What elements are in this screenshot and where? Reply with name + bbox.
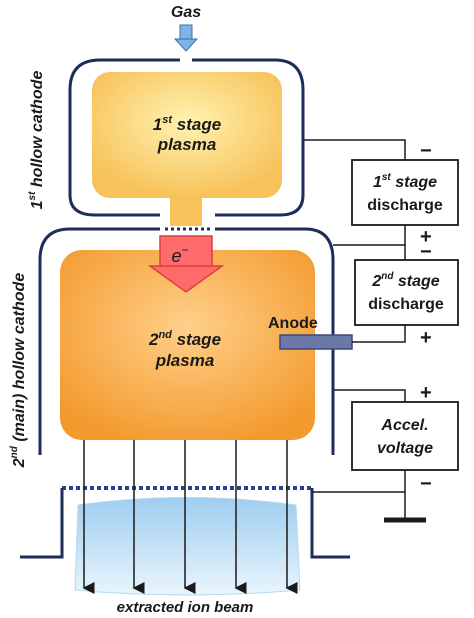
gas-arrow — [173, 24, 199, 52]
second-stage-discharge-label-2: discharge — [368, 296, 444, 313]
second-cathode-enclosure-left — [38, 227, 160, 455]
polarity-acc-top: + — [420, 382, 432, 404]
first-stage-plasma-label-2: plasma — [157, 135, 217, 154]
second-cathode-enclosure-right — [215, 227, 335, 455]
second-stage-plasma-label: 2nd stage — [148, 329, 221, 349]
second-stage-discharge-supply — [354, 259, 459, 326]
second-stage-discharge-label: 2nd stage — [371, 271, 439, 290]
extraction-chamber-right — [310, 488, 350, 559]
polarity-s2-top: − — [420, 241, 432, 263]
anode-label: Anode — [268, 315, 318, 332]
ion-beam — [74, 497, 301, 596]
anode-rod — [279, 334, 353, 350]
first-stage-plasma — [92, 72, 282, 198]
second-stage-plasma-label-2: plasma — [155, 351, 215, 370]
polarity-s1-bottom: + — [420, 226, 432, 248]
gas-label: Gas — [171, 4, 201, 21]
supply-wiring — [303, 139, 406, 520]
polarity-acc-bottom: − — [420, 473, 432, 495]
first-stage-discharge-supply — [351, 159, 459, 226]
polarity-s2-bottom: + — [420, 327, 432, 349]
second-cathode-label: 2nd (main) hollow cathode — [9, 273, 28, 469]
beam-arrows — [82, 440, 298, 594]
electron-label: e− — [171, 243, 188, 266]
extraction-chamber-left — [20, 488, 64, 559]
polarity-s1-top: − — [420, 140, 432, 162]
accel-voltage-label-2: voltage — [377, 440, 433, 457]
first-stage-discharge-label-2: discharge — [367, 197, 443, 214]
electron-arrow — [147, 235, 225, 293]
second-stage-plasma — [60, 250, 315, 440]
beam-label: extracted ion beam — [117, 599, 254, 616]
accel-voltage-label: Accel. — [380, 417, 428, 434]
plasma-channel — [170, 196, 202, 226]
first-cathode-enclosure — [68, 58, 180, 217]
first-cathode-enclosure-right — [192, 58, 305, 217]
first-cathode-label: 1st hollow cathode — [27, 71, 46, 210]
accel-voltage-supply — [351, 401, 459, 471]
first-stage-discharge-label: 1st stage — [373, 172, 437, 191]
first-stage-plasma-label: 1st stage — [153, 114, 221, 134]
